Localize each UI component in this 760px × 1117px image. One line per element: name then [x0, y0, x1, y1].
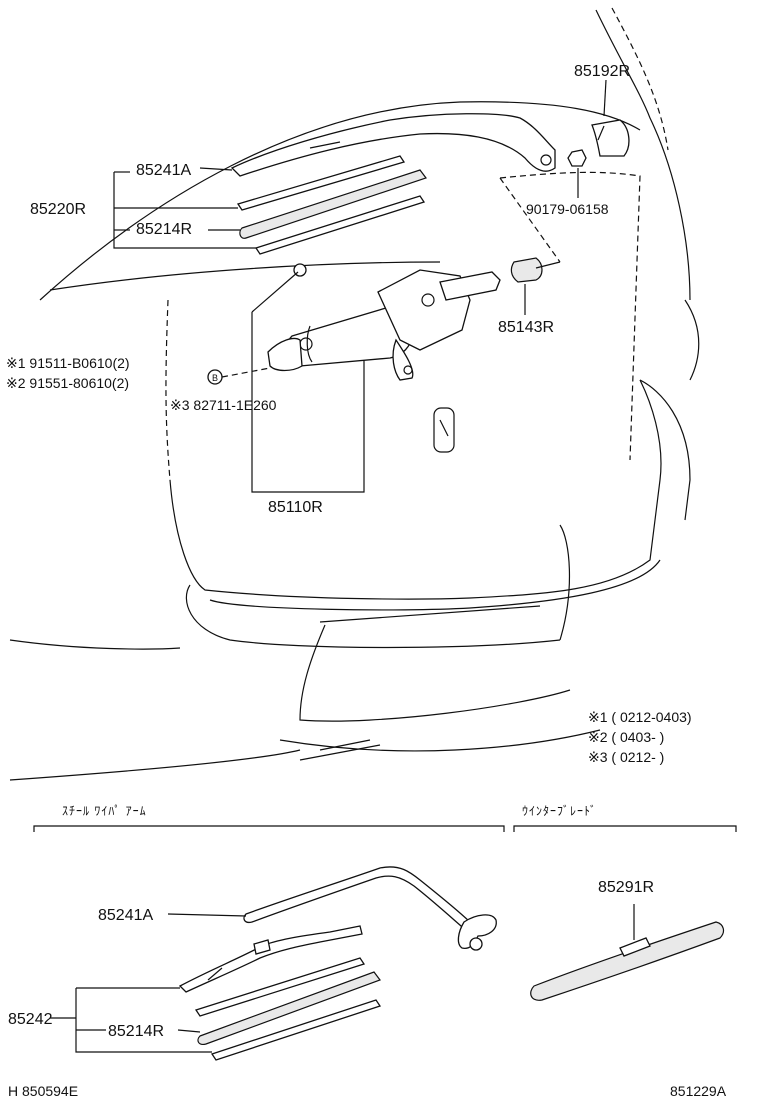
label-85220R: 85220R: [30, 201, 86, 218]
cap-85192R: [591, 79, 630, 157]
bolt-marker: B: [207, 367, 271, 385]
section-steel-wiper-arm: ｽﾁｰﾙ ﾜｲﾊﾟ ｱｰﾑ: [62, 804, 147, 818]
label-85143R: 85143R: [498, 319, 554, 336]
label-85214R-top: 85214R: [136, 221, 192, 238]
section-bracket-left: [33, 825, 505, 832]
wiper-arm-top: [230, 113, 556, 177]
winter-blade: [530, 904, 725, 1001]
footer: H 850594E 851229A: [8, 1083, 727, 1099]
wiper-blade-bottom: [178, 925, 382, 1061]
label-85241A-bottom: 85241A: [98, 907, 153, 924]
bolt-marker-label: B: [212, 373, 218, 383]
section-headers: ｽﾁｰﾙ ﾜｲﾊﾟ ｱｰﾑ ｳｲﾝﾀｰﾌﾞﾚｰﾄﾞ: [33, 804, 737, 832]
legend-line-2: ※2 ( 0403- ): [588, 729, 664, 745]
label-85242: 85242: [8, 1011, 53, 1028]
leader-lines-bottom: [50, 913, 247, 1053]
nut-90179: [567, 149, 587, 198]
section-bracket-right: [513, 825, 737, 832]
wiper-motor-85110R: [267, 263, 501, 381]
leader-lines-top: [113, 167, 365, 493]
legend: ※1 ( 0212-0403) ※2 ( 0403- ) ※3 ( 0212- …: [588, 709, 692, 765]
wiper-arm-bottom: [243, 866, 497, 951]
car-body-outline: [9, 7, 700, 781]
label-85241A-top: 85241A: [136, 162, 191, 179]
label-90179-06158: 90179-06158: [526, 201, 609, 217]
label-85110R: 85110R: [268, 499, 323, 516]
note-1: ※1 91511-B0610(2): [6, 355, 130, 371]
footer-right-code: 851229A: [670, 1083, 727, 1099]
footer-left-code: H 850594E: [8, 1083, 78, 1099]
section-winter-blade: ｳｲﾝﾀｰﾌﾞﾚｰﾄﾞ: [522, 804, 597, 818]
legend-line-1: ※1 ( 0212-0403): [588, 709, 692, 725]
legend-line-3: ※3 ( 0212- ): [588, 749, 664, 765]
grommet-85143R: [510, 257, 561, 315]
label-85214R-bottom: 85214R: [108, 1023, 164, 1040]
label-85192R: 85192R: [574, 63, 630, 80]
label-85291R: 85291R: [598, 879, 654, 896]
part-labels-top: 85192R 85241A 85220R 85214R 90179-06158 …: [6, 63, 630, 516]
note-3: ※3 82711-1E260: [170, 397, 277, 413]
note-2: ※2 91551-80610(2): [6, 375, 129, 391]
wiper-blade-top: [236, 155, 427, 255]
part-labels-bottom: 85241A 85242 85214R 85291R: [8, 879, 654, 1040]
